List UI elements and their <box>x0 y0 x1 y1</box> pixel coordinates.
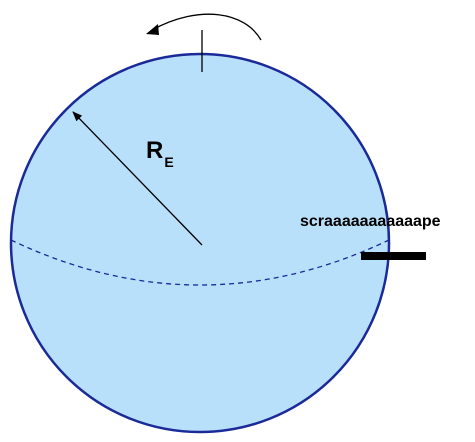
radius-label-main: R <box>146 137 163 164</box>
radius-arrow <box>72 111 203 246</box>
structure-label: scraaaaaaaaaaape <box>300 213 441 230</box>
rotation-arrow-icon <box>146 13 262 41</box>
radius-label-subscript: E <box>164 154 173 170</box>
structure-bar <box>361 252 426 260</box>
radius-label: RE <box>146 137 174 170</box>
equator-line <box>10 239 390 286</box>
